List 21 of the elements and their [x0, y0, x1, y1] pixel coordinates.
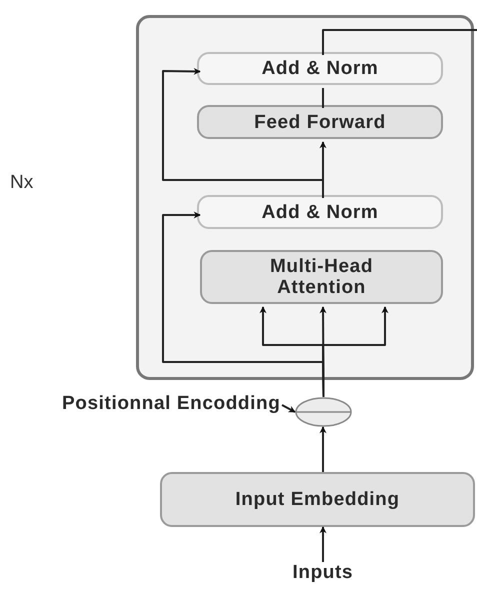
process-box — [197, 52, 443, 85]
label-text: Inputs — [292, 562, 354, 583]
arrow — [320, 526, 326, 562]
box-label: Add & Norm — [262, 58, 378, 79]
process-box — [160, 472, 475, 527]
arrow — [282, 404, 296, 413]
arrow — [162, 212, 324, 398]
process-box — [200, 250, 443, 304]
box-label: Input Embedding — [235, 489, 400, 510]
label-text: Positionnal Encodding — [62, 393, 280, 414]
box-label: Multi-Head Attention — [268, 256, 374, 298]
arrow — [320, 426, 326, 472]
box-label: Add & Norm — [262, 202, 378, 222]
box-label: Feed Forward — [254, 112, 386, 132]
addition-circle — [295, 397, 352, 427]
connector-line — [322, 29, 477, 55]
repeat-count-label: Nx — [10, 172, 34, 194]
encoder-layer-panel — [136, 15, 474, 380]
process-box — [197, 195, 443, 229]
connector-line — [322, 88, 324, 108]
process-box — [197, 105, 443, 139]
